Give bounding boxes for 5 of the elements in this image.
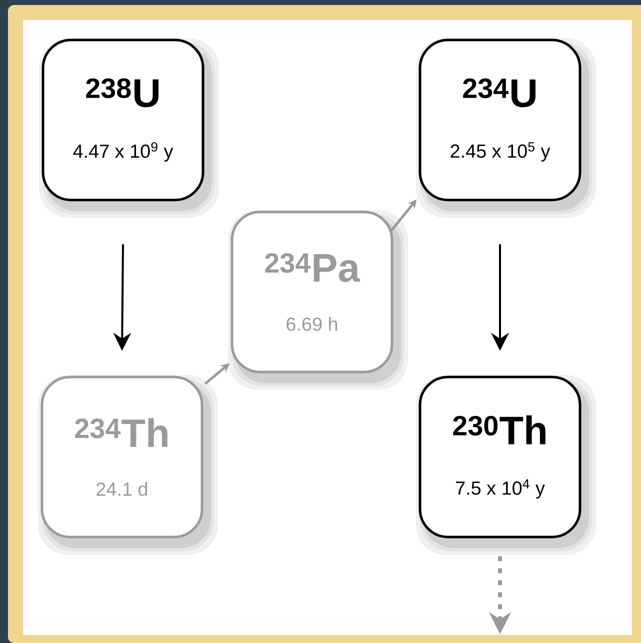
nuclide-box: $^{234}$U 2.45 x 10$^{5}$ y [416,38,596,218]
nuclide-box: $^{234}$Pa 6.69 h [228,210,408,390]
nuclide-box: $^{234}$Th 24.1 d [38,375,218,555]
nuclide-box: $^{230}$Th 7.5 x 10$^{4}$ y [416,375,596,555]
nuclide-box: $^{238}$U 4.47 x 10$^{9}$ y [39,38,219,218]
